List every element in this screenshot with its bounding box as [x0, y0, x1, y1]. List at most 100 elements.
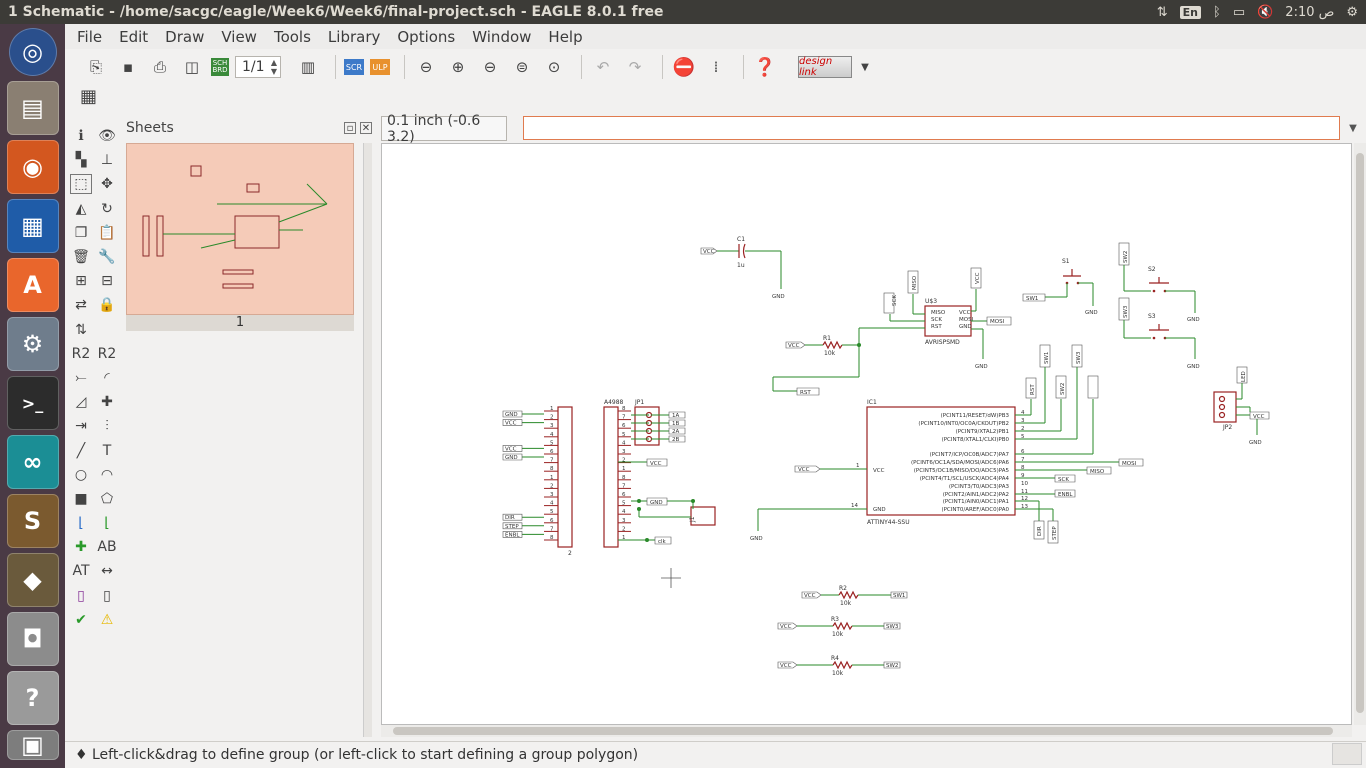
clock[interactable]: 2:10 ص — [1285, 4, 1335, 20]
circle-icon[interactable]: ○ — [74, 466, 88, 483]
s2-component[interactable]: SW2 S2 GND — [1118, 242, 1200, 323]
terminal-icon[interactable]: >_ — [6, 376, 59, 430]
miter-icon[interactable]: ◜ — [104, 369, 110, 386]
jp2-component[interactable]: JP2 LED VCC GND — [1213, 366, 1270, 446]
menu-edit[interactable]: Edit — [119, 27, 149, 46]
module-icon[interactable]: ▯ — [103, 587, 111, 604]
r1-component[interactable]: VCC RST R1 10k — [772, 328, 861, 396]
add-icon[interactable]: ⊞ — [75, 273, 87, 290]
horizontal-scroll-thumb[interactable] — [393, 727, 1333, 735]
software-center-icon[interactable]: A — [6, 258, 59, 312]
rectangle-icon[interactable]: ■ — [74, 490, 88, 507]
close-panel-icon[interactable]: ✕ — [360, 122, 372, 134]
ulp-button[interactable]: ULP — [370, 59, 390, 75]
show-icon[interactable]: 👁 — [98, 128, 116, 145]
sheet-thumbnail[interactable] — [126, 143, 354, 315]
redo-icon[interactable]: ↷ — [628, 58, 642, 76]
gimp-icon[interactable]: ◆ — [6, 553, 59, 607]
label-icon[interactable]: AB — [97, 539, 117, 556]
c1-component[interactable]: VCC C1 1u GND — [700, 236, 785, 300]
undo-icon[interactable]: ↶ — [596, 58, 610, 76]
menu-tools[interactable]: Tools — [273, 27, 311, 46]
value-icon[interactable]: R2 — [97, 345, 117, 362]
zoom-out-icon[interactable]: ⊖ — [483, 58, 497, 76]
open-icon[interactable]: ⎘ — [89, 58, 102, 76]
battery-icon[interactable]: ▭ — [1232, 4, 1246, 20]
save-icon[interactable]: ▪ — [122, 58, 134, 76]
pinswap-icon[interactable]: ⇥ — [75, 418, 87, 435]
bluetooth-icon[interactable]: ᛒ — [1213, 4, 1221, 20]
rotate-icon[interactable]: ↻ — [101, 200, 113, 217]
float-panel-icon[interactable]: ▫ — [344, 122, 356, 134]
sublime-text-icon[interactable]: S — [6, 494, 59, 548]
delete-icon[interactable]: 🗑 — [72, 249, 90, 266]
menu-help[interactable]: Help — [548, 27, 583, 46]
network-arrows-icon[interactable]: ⇅ — [1156, 4, 1168, 20]
menu-window[interactable]: Window — [472, 27, 532, 46]
wire-icon[interactable]: ╱ — [76, 442, 86, 459]
info-icon[interactable]: ℹ — [78, 128, 84, 145]
attribute-icon[interactable]: AT — [72, 563, 90, 580]
print-icon[interactable]: ⎙ — [153, 58, 166, 76]
libreoffice-writer-icon[interactable]: ▦ — [6, 199, 59, 253]
move-icon[interactable]: ✥ — [101, 176, 113, 193]
r3-component[interactable]: VCC SW3 R3 10k — [777, 616, 901, 638]
dropdown-arrow-icon[interactable]: ▼ — [861, 61, 869, 73]
keyboard-layout-indicator[interactable]: En — [1179, 5, 1201, 19]
replace-icon[interactable]: ⊟ — [101, 273, 113, 290]
menu-options[interactable]: Options — [397, 27, 456, 46]
menu-view[interactable]: View — [221, 27, 257, 46]
files-icon[interactable]: ▤ — [6, 81, 59, 135]
system-settings-icon[interactable]: ⚙ — [6, 317, 59, 371]
gateswap-icon[interactable]: ⇅ — [75, 321, 87, 338]
net-icon[interactable]: ⌊ — [104, 515, 110, 532]
page-selector[interactable]: 1/1▲▼ — [235, 56, 281, 78]
vertical-scrollbar[interactable] — [1354, 143, 1366, 725]
erc-icon[interactable]: ✔ — [75, 611, 87, 628]
paste-icon[interactable]: 📋 — [98, 224, 116, 241]
name-icon[interactable]: R2 — [71, 345, 91, 362]
sheet-number[interactable]: 1 — [126, 315, 354, 331]
zoom-fit-icon[interactable]: ⊖ — [419, 58, 433, 76]
help-icon[interactable]: ? — [6, 671, 59, 725]
s1-component[interactable]: S1 SW1 GND — [1022, 258, 1098, 316]
u3-component[interactable]: U$3 AVRISPSMD MISO SCK RST VCC MOSI GND … — [859, 267, 1012, 370]
firefox-icon[interactable]: ◉ — [6, 140, 59, 194]
horizontal-scrollbar[interactable] — [381, 725, 1352, 737]
go-icon[interactable]: ⁞ — [713, 58, 719, 76]
s3-component[interactable]: SW3 S3 GND — [1118, 297, 1200, 370]
sheets-scrollbar[interactable] — [363, 143, 372, 737]
sheet-columns-icon[interactable]: ▥ — [300, 58, 316, 76]
settings-gear-icon[interactable]: ⚙ — [1346, 4, 1358, 20]
swap-icon[interactable]: ⇄ — [75, 297, 87, 314]
zoom-redraw-icon[interactable]: ⊜ — [515, 58, 529, 76]
r2-component[interactable]: VCC SW1 R2 10k — [801, 585, 908, 607]
polygon-icon[interactable]: ⬠ — [100, 490, 114, 507]
vertical-scroll-thumb[interactable] — [1356, 153, 1364, 713]
menu-draw[interactable]: Draw — [165, 27, 205, 46]
frame-icon[interactable]: ▯ — [77, 587, 85, 604]
schematic-canvas[interactable]: .w{stroke:#2a8a2a;stroke-width:1;fill:no… — [381, 143, 1352, 725]
ubuntu-dash-icon[interactable]: ◎ — [8, 28, 57, 76]
zoom-in-icon[interactable]: ⊕ — [451, 58, 465, 76]
split-icon[interactable]: ⤚ — [75, 369, 87, 386]
lock-icon[interactable]: 🔒 — [98, 297, 116, 314]
bus-draw-icon[interactable]: ⌊ — [78, 515, 84, 532]
copy-icon[interactable]: ❐ — [74, 224, 88, 241]
command-history-dropdown-icon[interactable]: ▼ — [1349, 123, 1357, 134]
display-layers-icon[interactable]: ▚ — [75, 152, 87, 169]
group-icon[interactable]: ⬚ — [70, 174, 92, 195]
design-link-button[interactable]: design link — [798, 56, 852, 78]
ic1-component[interactable]: IC1 ATTINY44-SSU VCC GND 1 14 (PCINT11/R… — [750, 344, 1144, 544]
text-icon[interactable]: T — [102, 442, 112, 459]
sch-brd-switch-icon[interactable]: SCH BRD — [211, 58, 229, 76]
cam-processor-icon[interactable]: ◫ — [184, 58, 200, 76]
arc-icon[interactable]: ◠ — [100, 466, 114, 483]
optimize-icon[interactable]: ✚ — [101, 394, 113, 411]
r4-component[interactable]: VCC SW2 R4 10k — [777, 655, 901, 677]
mark-icon[interactable]: ⊥ — [100, 152, 114, 169]
script-button[interactable]: SCR — [344, 59, 364, 75]
